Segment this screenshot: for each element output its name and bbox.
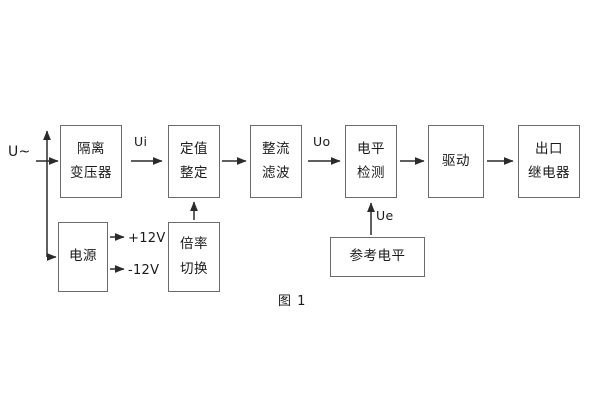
block-line: 变压器 <box>70 165 112 181</box>
label-supply-negative: -12V <box>128 263 160 278</box>
label-signal-uo: Uo <box>313 134 331 149</box>
block-rectify-filter[interactable]: 整流 滤波 <box>250 125 302 198</box>
block-line: 定值 <box>180 140 208 157</box>
block-line: 继电器 <box>528 165 570 181</box>
block-output-relay[interactable]: 出口 继电器 <box>518 125 580 198</box>
label-supply-positive: +12V <box>128 231 166 246</box>
block-line: 滤波 <box>262 165 290 181</box>
block-line: 整定 <box>180 165 208 181</box>
block-line: 驱动 <box>442 152 470 169</box>
label-signal-ui: Ui <box>134 134 148 149</box>
block-isolation-transformer[interactable]: 隔离 变压器 <box>60 125 122 198</box>
block-line: 参考电平 <box>349 248 406 265</box>
block-line: 倍率 <box>180 236 208 252</box>
wire-input-bus <box>36 130 51 162</box>
block-level-detection[interactable]: 电平 检测 <box>345 125 397 198</box>
block-line: 整流 <box>262 140 290 157</box>
block-line: 电源 <box>69 248 97 265</box>
block-setting-value[interactable]: 定值 整定 <box>168 125 220 198</box>
block-power-supply[interactable]: 电源 <box>58 222 108 292</box>
block-drive[interactable]: 驱动 <box>428 125 484 198</box>
block-line: 检测 <box>357 165 385 181</box>
block-multiplier-switch[interactable]: 倍率 切换 <box>168 222 220 292</box>
block-line: 隔离 <box>77 140 105 157</box>
label-input-voltage: U~ <box>8 144 31 160</box>
figure-caption: 图 1 <box>278 294 307 309</box>
block-line: 切换 <box>180 260 208 277</box>
block-line: 出口 <box>535 140 563 157</box>
block-reference-level[interactable]: 参考电平 <box>330 237 425 277</box>
block-line: 电平 <box>357 140 385 157</box>
label-signal-ue: Ue <box>376 208 394 223</box>
